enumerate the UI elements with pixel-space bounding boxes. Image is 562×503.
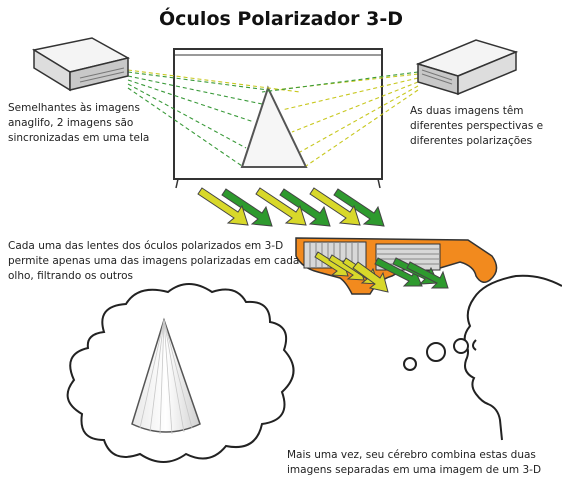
- triangle-image-icon: [240, 85, 308, 168]
- caption-different-polarizations: As duas imagens têm diferentes perspecti…: [410, 105, 544, 147]
- arrow-pair-2: [255, 187, 331, 227]
- caption-synchronized-images: Semelhantes às imagens anaglifo, 2 image…: [8, 102, 150, 144]
- cone-icon: [131, 317, 201, 435]
- caption-polarized-lenses: Cada uma das lentes dos óculos polarizad…: [8, 240, 300, 282]
- arrow-pair-1: [197, 187, 273, 227]
- polarized-arrows: [197, 187, 385, 227]
- filtered-arrows: [314, 251, 449, 293]
- head-icon: [453, 274, 562, 441]
- thought-bubbles: [403, 342, 446, 371]
- caption-brain-combines: Mais uma vez, seu cérebro combina estas …: [287, 449, 542, 476]
- projector-right-icon: [415, 39, 519, 96]
- green-rays-right: [261, 71, 419, 93]
- arrow-pair-3: [309, 187, 385, 227]
- yellow-rays-left: [127, 69, 301, 93]
- diagram-title: Óculos Polarizador 3-D: [158, 8, 404, 30]
- green-rays: [127, 71, 269, 167]
- projector-left-icon: [31, 37, 131, 92]
